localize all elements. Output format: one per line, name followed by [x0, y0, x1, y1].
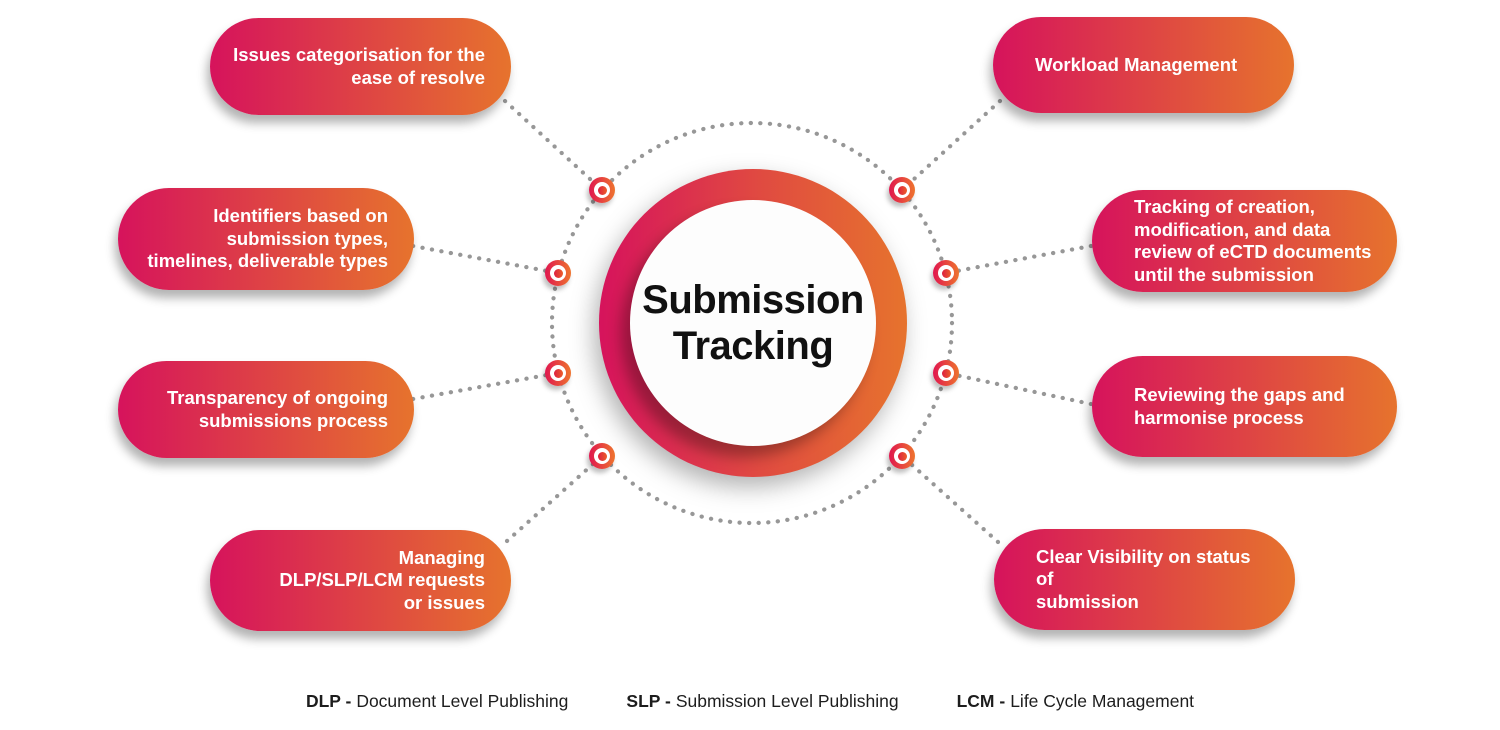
node-target-dot: [597, 185, 607, 195]
node-target-inner: [894, 182, 910, 198]
connector-line-tracking: [943, 243, 1094, 276]
legend-item-lcm: LCM -Life Cycle Management: [957, 691, 1194, 712]
node-target-dot: [553, 368, 563, 378]
node-target-icon: [889, 443, 915, 469]
connector-line-managing: [504, 453, 605, 544]
node-target-dot: [553, 268, 563, 278]
dotted-orbit-circle: [549, 120, 955, 526]
connector-line-identifiers: [410, 243, 561, 276]
node-target-icon: [933, 360, 959, 386]
node-target-inner: [594, 182, 610, 198]
node-target-dot: [597, 451, 607, 461]
pill-issues-categorisation: Issues categorisation for the ease of re…: [210, 18, 511, 115]
legend-item-slp: SLP -Submission Level Publishing: [626, 691, 898, 712]
pill-tracking-ectd: Tracking of creation, modification, and …: [1092, 190, 1397, 292]
node-target-icon: [589, 443, 615, 469]
connector-line-transparency: [410, 370, 561, 402]
legend-abbr: SLP -: [626, 691, 671, 711]
node-target-inner: [550, 365, 566, 381]
pill-clear-visibility: Clear Visibility on status of submission: [994, 529, 1295, 630]
legend-text: Document Level Publishing: [356, 691, 569, 711]
connector-line-reviewing: [943, 370, 1094, 407]
node-target-dot: [941, 268, 951, 278]
connector-line-visibility: [899, 453, 1001, 545]
connector-line-issues: [502, 98, 605, 193]
node-target-inner: [594, 448, 610, 464]
node-target-icon: [589, 177, 615, 203]
node-target-icon: [545, 360, 571, 386]
hub-inner-circle: Submission Tracking: [630, 200, 876, 446]
pill-managing-requests: Managing DLP/SLP/LCM requests or issues: [210, 530, 511, 631]
node-target-inner: [550, 265, 566, 281]
hub-ring: Submission Tracking: [599, 169, 907, 477]
connector-line-workload: [899, 98, 1003, 193]
node-target-icon: [933, 260, 959, 286]
node-target-inner: [894, 448, 910, 464]
pill-transparency: Transparency of ongoing submissions proc…: [118, 361, 414, 458]
node-target-icon: [545, 260, 571, 286]
legend-abbr: LCM -: [956, 691, 1006, 711]
legend-text: Submission Level Publishing: [675, 691, 899, 711]
hub-title: Submission Tracking: [642, 278, 864, 368]
node-target-dot: [897, 185, 907, 195]
pill-workload-management: Workload Management: [993, 17, 1294, 113]
legend-abbr: DLP -: [305, 691, 352, 711]
legend-item-dlp: DLP -Document Level Publishing: [306, 691, 568, 712]
legend: DLP -Document Level Publishing SLP -Subm…: [0, 691, 1500, 712]
node-target-dot: [897, 451, 907, 461]
pill-reviewing-gaps: Reviewing the gaps and harmonise process: [1092, 356, 1397, 457]
node-target-icon: [889, 177, 915, 203]
legend-text: Life Cycle Management: [1010, 691, 1195, 711]
pill-identifiers: Identifiers based on submission types, t…: [118, 188, 414, 290]
node-target-dot: [941, 368, 951, 378]
node-target-inner: [938, 365, 954, 381]
node-target-inner: [938, 265, 954, 281]
